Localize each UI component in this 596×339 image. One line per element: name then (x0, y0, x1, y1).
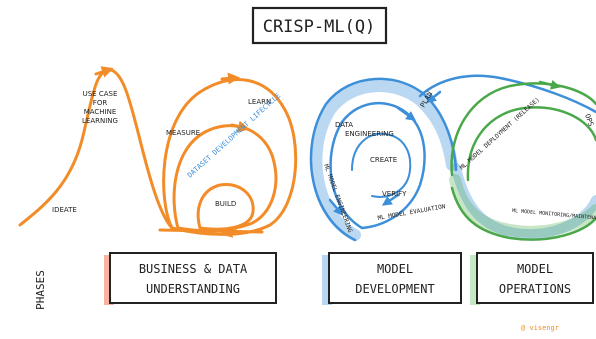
dev-outer-band (310, 80, 458, 241)
label-measure: MEASURE (166, 129, 200, 137)
phase-box-development: MODEL DEVELOPMENT (322, 252, 462, 305)
phase-box-business-line-2: UNDERSTANDING (146, 282, 240, 296)
phase-box-business-line-1: BUSINESS & DATA (139, 262, 248, 276)
label-ideate: IDEATE (52, 206, 77, 214)
dev-arrow-2 (328, 198, 344, 216)
peak-arrow (94, 66, 114, 78)
phase-box-operations-line-2: OPERATIONS (499, 282, 571, 296)
label-create: CREATE (370, 156, 397, 164)
label-deployment: ML MODEL DEPLOYMENT (RELEASE) (459, 96, 542, 171)
label-ops-edge: OPS (583, 113, 595, 128)
label-learn: LEARN (248, 98, 271, 106)
phase-box-business: BUSINESS & DATA UNDERSTANDING (104, 252, 277, 305)
label-use-case-3: MACHINE (84, 108, 117, 116)
label-use-case-4: LEARNING (82, 117, 118, 125)
ops-section (418, 74, 596, 241)
title-text: CRISP-ML(Q) (263, 17, 376, 37)
dev-arrow-3 (381, 193, 400, 206)
ops-upper-band (418, 74, 596, 114)
phase-box-operations: MODEL OPERATIONS (470, 252, 594, 305)
label-data-eng-2: ENGINEERING (345, 130, 394, 138)
phase-box-development-line-2: DEVELOPMENT (355, 282, 434, 296)
label-verify: VERIFY (382, 190, 407, 198)
phases-label: PHASES (34, 270, 47, 310)
label-build: BUILD (215, 200, 236, 208)
dev-outer-ring (309, 77, 458, 242)
label-use-case-1: USE CASE (83, 90, 118, 98)
ops-upper-ring (450, 82, 596, 177)
business-section (18, 66, 298, 238)
label-data-eng-1: DATA (335, 121, 353, 129)
ops-cross-blue (451, 163, 596, 240)
ops-arrow-2 (426, 90, 442, 104)
dev-center-ring (351, 132, 412, 198)
outer-loop-arrow (220, 72, 240, 85)
label-use-case-2: FOR (93, 99, 108, 107)
dev-section (309, 77, 458, 242)
middle-loop-arrow (230, 120, 250, 133)
ops-inner-ring (466, 106, 596, 182)
ops-lower-ring (449, 174, 596, 238)
phase-box-development-line-1: MODEL (377, 262, 413, 276)
dev-arrow-1 (396, 106, 417, 121)
title-box: CRISP-ML(Q) (251, 6, 388, 45)
ops-lower-line (450, 186, 596, 241)
ops-arrow-1 (538, 79, 561, 90)
label-ml-model-evaluation: ML MODEL EVALUATION (377, 203, 446, 222)
inner-loop (196, 183, 255, 231)
credit-text: @ visengr (521, 324, 559, 332)
bottom-line (158, 228, 264, 234)
phase-box-operations-line-1: MODEL (517, 262, 553, 276)
